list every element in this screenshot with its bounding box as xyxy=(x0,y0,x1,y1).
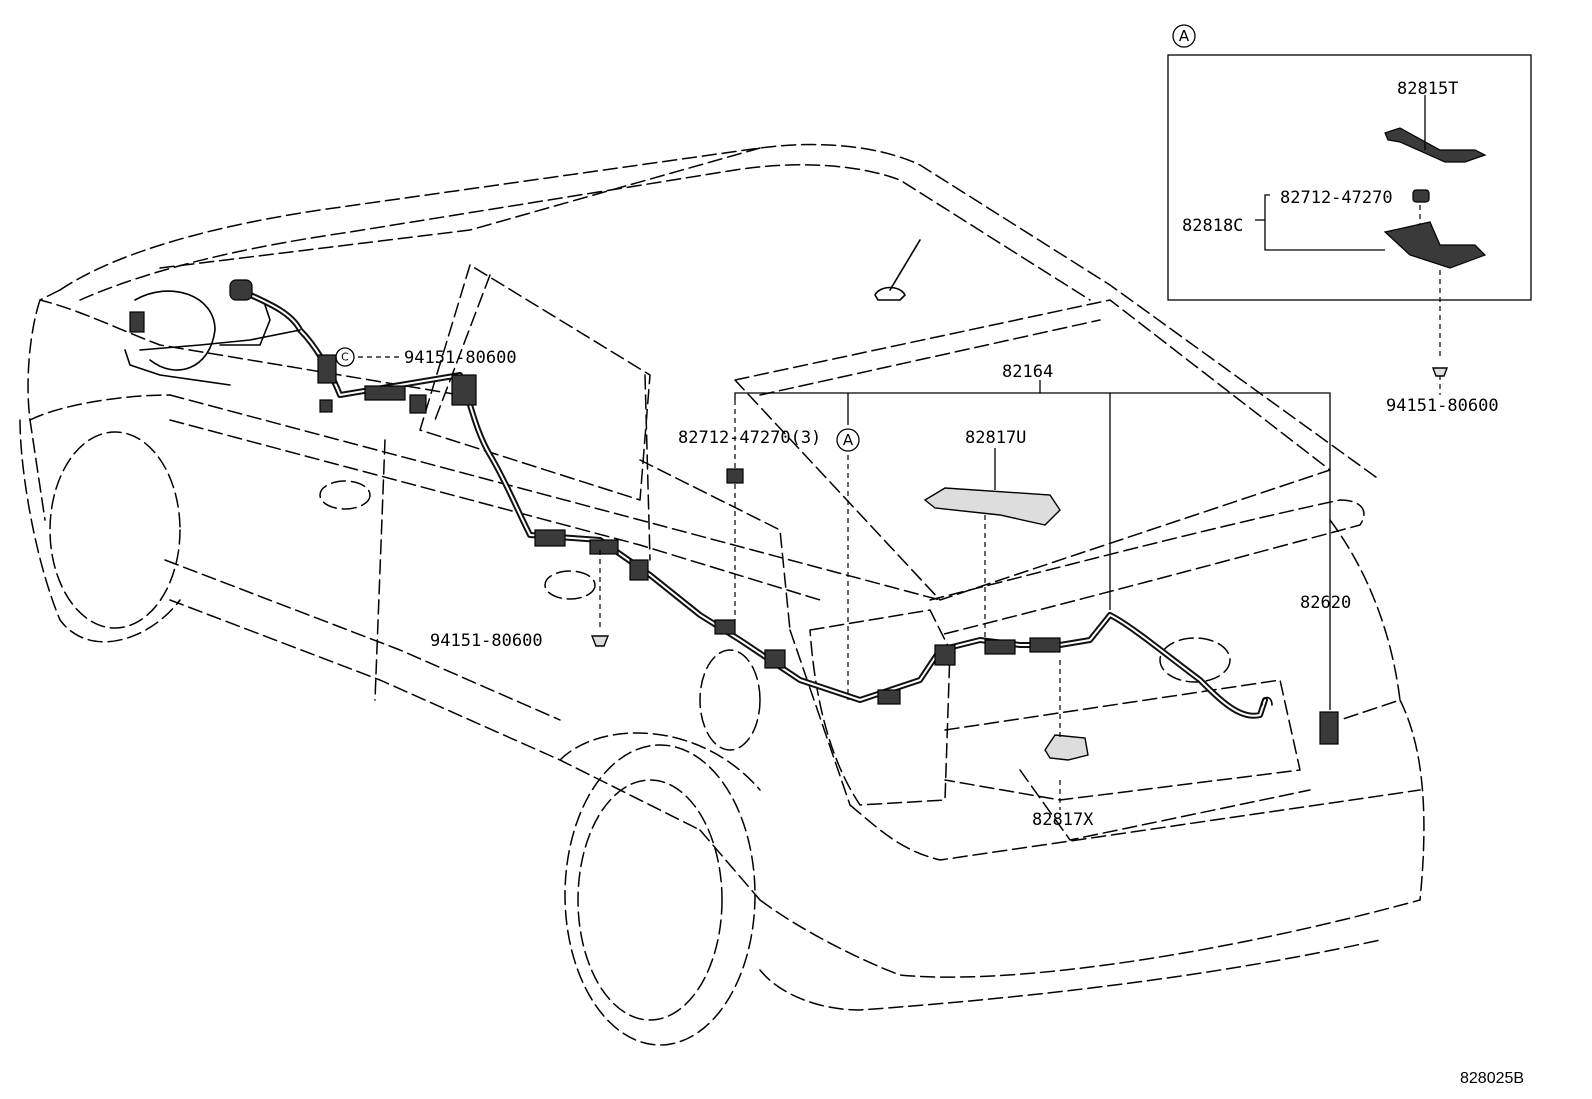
inset-a: A xyxy=(1167,24,1532,377)
part-82817X xyxy=(1044,734,1089,761)
label-82817U: 82817U xyxy=(965,428,1026,448)
label-82712-inset: 82712-47270 xyxy=(1280,188,1393,208)
diagram-code: 828025B xyxy=(1460,1070,1524,1087)
ref-markers: A C xyxy=(335,347,860,647)
label-82815T: 82815T xyxy=(1397,79,1458,99)
small-ref-label: C xyxy=(341,351,349,364)
car-body-outline xyxy=(19,143,1425,1046)
label-94151-inset: 94151-80600 xyxy=(1386,396,1499,416)
label-82817X: 82817X xyxy=(1032,810,1094,830)
label-94151-mid: 94151-80600 xyxy=(430,631,543,651)
inset-ref-label: A xyxy=(1179,27,1190,45)
wire-harness xyxy=(129,279,1339,745)
leader-lines xyxy=(358,205,1441,810)
bracket-82164 xyxy=(734,380,1331,710)
label-82818C: 82818C xyxy=(1182,216,1243,236)
label-82620: 82620 xyxy=(1300,593,1351,613)
label-82712-main: 82712-47270(3) xyxy=(678,428,821,448)
part-82817U xyxy=(923,487,1061,526)
main-ref-label: A xyxy=(843,431,854,449)
label-82164: 82164 xyxy=(1002,362,1053,382)
part-labels: 82815T 82712-47270 82818C 94151-80600 94… xyxy=(404,79,1524,1087)
label-94151-top: 94151-80600 xyxy=(404,348,517,368)
